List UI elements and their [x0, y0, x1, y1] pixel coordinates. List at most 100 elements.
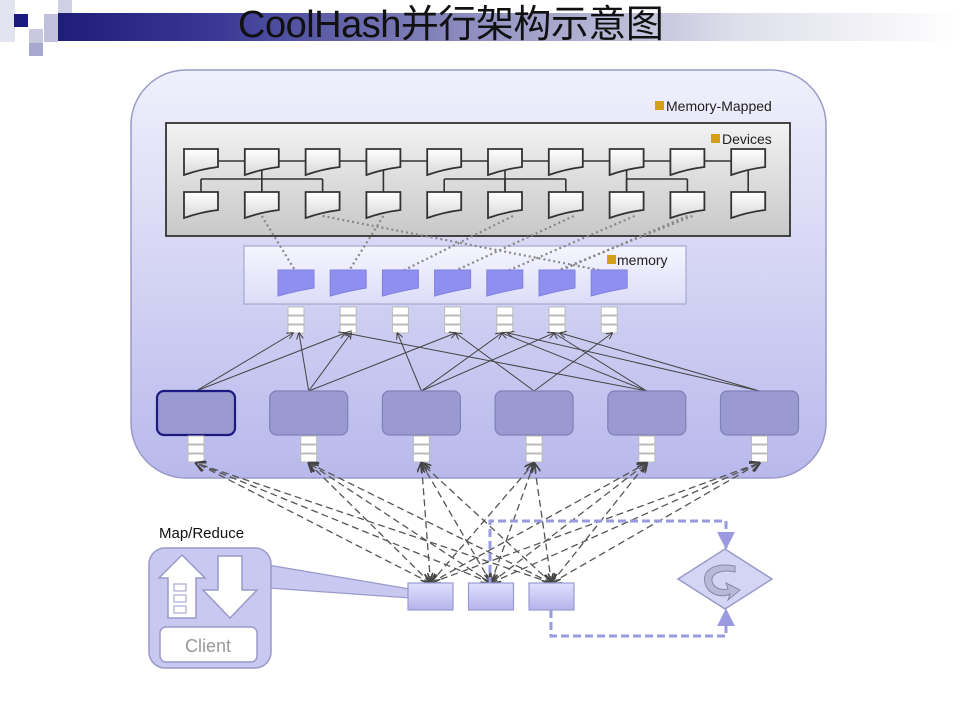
worker-queue-slot: [300, 435, 318, 445]
page-title: CoolHash并行架构示意图: [238, 4, 664, 46]
storage-device-icon[interactable]: [669, 191, 706, 220]
client-task-node[interactable]: [528, 582, 575, 611]
storage-device-icon[interactable]: [487, 148, 523, 177]
memory-queue-slot: [391, 324, 409, 334]
worker-queue-slot: [525, 444, 543, 454]
memory-label: memory: [617, 252, 668, 268]
client-worker-link: [309, 463, 431, 583]
storage-device-icon[interactable]: [730, 148, 767, 177]
worker-queue-slot: [187, 444, 205, 454]
memory-queue-slot: [600, 324, 618, 334]
worker-memory-arrow: [554, 333, 648, 392]
worker-node[interactable]: [269, 390, 349, 436]
memory-block[interactable]: [381, 269, 419, 297]
worker-queue-slot: [300, 444, 318, 454]
memory-block[interactable]: [434, 269, 472, 297]
storage-device-icon[interactable]: [669, 148, 706, 177]
storage-device-icon[interactable]: [608, 148, 645, 177]
client-worker-link: [534, 463, 551, 583]
worker-queue-slot: [412, 444, 430, 454]
worker-memory-arrow: [308, 333, 352, 392]
memory-block[interactable]: [538, 269, 576, 297]
storage-device-icon[interactable]: [304, 191, 341, 220]
worker-queue-slot: [412, 453, 430, 463]
worker-queue-slot: [638, 453, 656, 463]
storage-device-icon[interactable]: [608, 191, 645, 220]
memory-queue-slot: [391, 315, 409, 325]
storage-device-icon[interactable]: [183, 148, 219, 177]
client-worker-links: [196, 463, 760, 583]
worker-nodes: [155, 389, 800, 463]
mapping-line: [260, 215, 297, 273]
decision-diamond[interactable]: [676, 548, 774, 610]
title-band: [58, 13, 960, 41]
client-label: Client: [185, 636, 231, 656]
worker-memory-links: [195, 333, 760, 392]
worker-queue-slot: [412, 435, 430, 445]
worker-queue-slot: [638, 435, 656, 445]
storage-device-icon[interactable]: [426, 191, 463, 220]
queue-slot: [173, 594, 187, 603]
storage-device-icon[interactable]: [426, 148, 463, 177]
memory-block[interactable]: [486, 269, 524, 297]
memory-queue-slot: [600, 306, 618, 316]
device-memory-mappings: [260, 214, 693, 274]
worker-node[interactable]: [155, 389, 237, 437]
storage-device-icon[interactable]: [243, 148, 280, 177]
worker-memory-arrow: [560, 333, 760, 392]
download-arrow-icon: [201, 555, 259, 620]
storage-device-icon[interactable]: [547, 148, 584, 177]
memory-queue-slot: [339, 324, 357, 334]
memory-queue-slot: [444, 324, 462, 334]
memory-queue-slot: [391, 306, 409, 316]
storage-device-icon[interactable]: [365, 191, 402, 220]
mapping-line: [504, 214, 636, 274]
worker-queue-slot: [751, 435, 768, 445]
worker-node[interactable]: [719, 390, 800, 436]
worker-memory-arrow: [195, 333, 293, 392]
worker-node[interactable]: [607, 390, 687, 436]
memory-blocks: [277, 269, 628, 334]
queue-slot: [173, 605, 187, 614]
memory-queue-slot: [287, 324, 305, 334]
title-decoration-square: [29, 29, 43, 43]
worker-queue-slot: [187, 453, 205, 463]
storage-device-icon[interactable]: [365, 148, 402, 177]
devices-legend-marker: [711, 134, 720, 143]
memory-queue-slot: [444, 315, 462, 325]
worker-memory-arrow: [195, 333, 345, 392]
worker-queue-slot: [300, 453, 318, 463]
client-task-node[interactable]: [467, 582, 515, 611]
worker-queue-slot: [525, 453, 543, 463]
memory-queue-slot: [548, 315, 566, 325]
worker-node[interactable]: [381, 390, 461, 436]
client-worker-link: [421, 463, 551, 583]
memory-legend-marker: [607, 255, 616, 264]
mapping-line: [322, 214, 610, 274]
worker-memory-arrow: [508, 333, 760, 392]
worker-memory-arrow: [308, 333, 456, 392]
client-task-node[interactable]: [407, 582, 454, 611]
memory-queue-slot: [600, 315, 618, 325]
storage-device-icon[interactable]: [730, 191, 767, 220]
storage-device-icon[interactable]: [547, 191, 584, 220]
worker-node[interactable]: [494, 390, 574, 436]
storage-device-icon[interactable]: [183, 191, 219, 220]
mapping-line: [399, 215, 514, 273]
memory-block[interactable]: [329, 269, 367, 297]
memory-queue-slot: [548, 306, 566, 316]
storage-device-icon[interactable]: [243, 191, 280, 220]
memory-block[interactable]: [277, 269, 315, 297]
client-worker-link: [491, 463, 647, 583]
worker-memory-arrow: [397, 333, 422, 392]
storage-device-icon[interactable]: [304, 148, 341, 177]
memory-queue-slot: [496, 306, 514, 316]
storage-device-icon[interactable]: [487, 191, 523, 220]
memory-block[interactable]: [590, 269, 628, 297]
devices-links: [200, 160, 750, 192]
client-box[interactable]: Client: [148, 547, 272, 669]
worker-memory-arrow: [421, 333, 554, 392]
client-tasks: [407, 582, 575, 611]
worker-queue-slot: [525, 435, 543, 445]
